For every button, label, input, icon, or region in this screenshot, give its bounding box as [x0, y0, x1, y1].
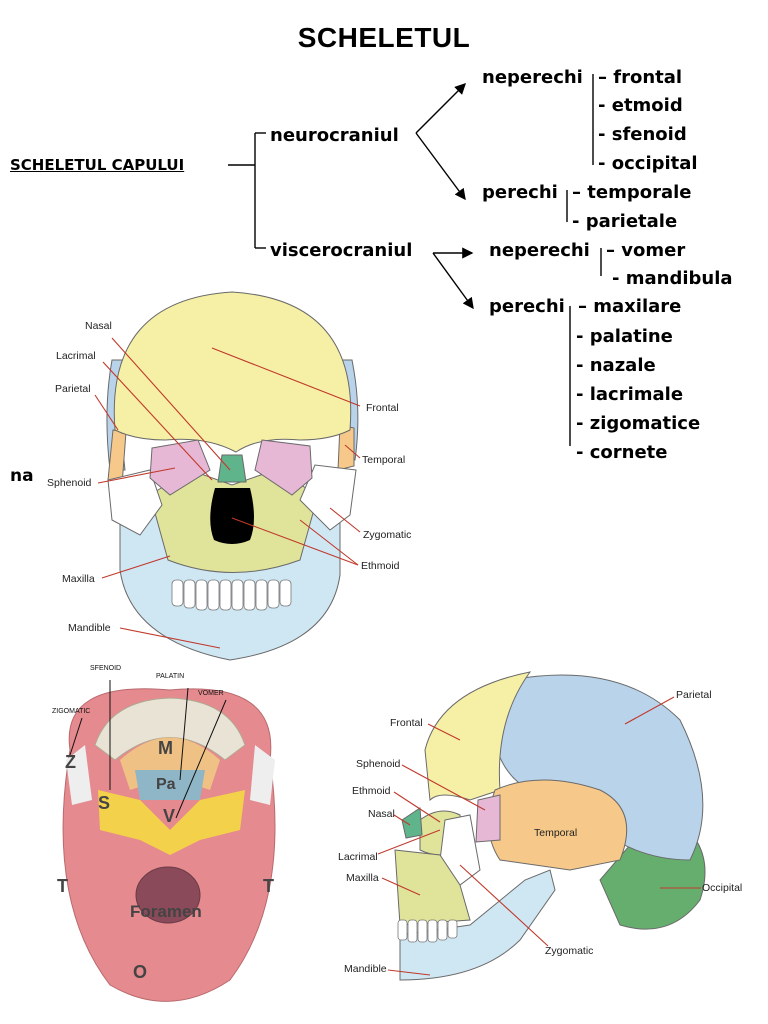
- front-label-mandible: Mandible: [68, 622, 111, 634]
- visc-paired-item: - nazale: [576, 355, 656, 376]
- neuro-unpaired-item: - etmoid: [598, 95, 683, 116]
- visc-unpaired-item: - mandibula: [612, 268, 733, 289]
- side-label-maxilla: Maxilla: [346, 872, 379, 884]
- side-label-nasal: Nasal: [368, 808, 395, 820]
- cut-off-text: na: [10, 466, 34, 486]
- zygomatic-region: [439, 814, 481, 886]
- neuro-unpaired-item: - occipital: [598, 153, 698, 174]
- base-label-zigomatic: ZIGOMATIC: [52, 708, 91, 715]
- neuro-paired-item: – temporale: [572, 182, 692, 203]
- neuro-unpaired-item: - sfenoid: [598, 124, 687, 145]
- visc-paired-item: - lacrimale: [576, 384, 684, 405]
- base-letter-v: V: [163, 806, 176, 826]
- nasal-region: [401, 807, 423, 839]
- lateral-teeth: [397, 919, 458, 943]
- front-label-frontal: Frontal: [366, 402, 399, 414]
- nasal-cavity: [210, 488, 254, 544]
- base-letter-m: M: [158, 738, 173, 758]
- head-skeleton-label: SCHELETUL CAPULUI: [10, 156, 185, 174]
- neuro-unpaired-item: – frontal: [598, 67, 683, 88]
- side-label-sphenoid: Sphenoid: [356, 758, 401, 770]
- visc-paired-label: perechi: [489, 296, 565, 317]
- side-label-ethmoid: Ethmoid: [352, 785, 391, 797]
- front-label-temporal: Temporal: [362, 454, 406, 466]
- base-letter-t-left: T: [57, 876, 68, 896]
- sphenoid-wings: [98, 790, 245, 855]
- visc-unpaired-label: neperechi: [489, 240, 590, 261]
- zygomatic-arch-left: [66, 745, 92, 805]
- side-label-zygomatic: Zygomatic: [545, 945, 594, 957]
- front-label-ethmoid: Ethmoid: [361, 560, 400, 572]
- base-label-sfenoid: SFENOID: [90, 665, 122, 672]
- temporal-region: [488, 779, 628, 871]
- parietal-region: [489, 674, 704, 861]
- visc-paired-item: - cornete: [576, 442, 668, 463]
- side-label-temporal: Temporal: [534, 827, 578, 839]
- front-label-sphenoid: Sphenoid: [47, 477, 92, 489]
- neuro-paired-item: - parietale: [572, 211, 678, 232]
- frontal-region: [424, 671, 532, 802]
- neuro-paired-label: perechi: [482, 182, 558, 203]
- side-label-frontal: Frontal: [390, 717, 423, 729]
- orbit-right: [254, 439, 313, 496]
- zygomatic-region-right: [299, 464, 357, 531]
- nasal-region: [217, 454, 247, 483]
- front-label-lacrimal: Lacrimal: [56, 350, 96, 362]
- mandible-region: [399, 869, 556, 981]
- side-label-lacrimal: Lacrimal: [338, 851, 378, 863]
- side-label-mandible: Mandible: [344, 963, 387, 975]
- teeth: [171, 579, 292, 611]
- zygomatic-arch-right: [250, 745, 275, 805]
- front-label-maxilla: Maxilla: [62, 573, 95, 585]
- palatine-region: [135, 770, 205, 800]
- sphenoid-region: [475, 794, 501, 843]
- base-label-foramen: Foramen: [130, 902, 202, 921]
- neuro-unpaired-label: neperechi: [482, 67, 583, 88]
- front-label-zygomatic: Zygomatic: [363, 529, 412, 541]
- visc-unpaired-item: – vomer: [606, 240, 686, 261]
- side-label-occipital: Occipital: [702, 882, 743, 894]
- base-letter-s: S: [98, 793, 111, 813]
- base-label-vomer: VOMER: [198, 690, 224, 697]
- visc-paired-item: - zigomatice: [576, 413, 701, 434]
- base-letter-t-right: T: [263, 876, 274, 896]
- front-label-parietal: Parietal: [55, 383, 91, 395]
- visc-paired-item: - palatine: [576, 326, 673, 347]
- visc-paired-item: – maxilare: [578, 296, 682, 317]
- base-letter-pa: Pa: [156, 776, 176, 793]
- base-letter-o: O: [133, 962, 148, 982]
- side-label-parietal: Parietal: [676, 689, 712, 701]
- page-title: SCHELETUL: [297, 22, 471, 53]
- viscerocranium-label: viscerocraniul: [270, 240, 413, 261]
- base-label-palatin: PALATIN: [156, 673, 185, 680]
- base-letter-z: Z: [65, 752, 76, 772]
- foramen-magnum: [135, 866, 201, 924]
- front-label-nasal: Nasal: [85, 320, 112, 332]
- zygomatic-region-left: [107, 469, 163, 536]
- maxilla-region: [394, 849, 471, 926]
- frontal-region: [113, 291, 352, 453]
- neurocranium-label: neurocraniul: [270, 125, 399, 146]
